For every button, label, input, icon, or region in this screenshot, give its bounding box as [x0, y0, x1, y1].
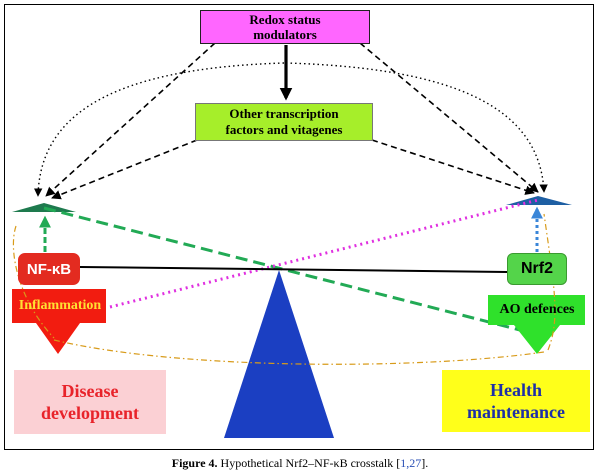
- orange-curve-bottom: [53, 339, 545, 365]
- dotted-arc-right: [285, 62, 548, 193]
- caption-end: ].: [421, 456, 429, 470]
- ao-defences-label: AO defences: [499, 302, 575, 317]
- fulcrum-triangle: [224, 270, 334, 438]
- inflammation-arrow: [12, 289, 106, 354]
- other-transcription-factors-box: Other transcription factors and vitagene…: [195, 103, 373, 141]
- inflammation-label: Inflammation: [18, 298, 102, 313]
- nrf2-box: Nrf2: [507, 253, 567, 285]
- figure-caption: Figure 4. Hypothetical Nrf2–NF-κB crosst…: [0, 456, 600, 471]
- balance-beam: [79, 266, 508, 273]
- health-maintenance-box: Health maintenance: [442, 370, 590, 432]
- caption-label: Figure 4.: [171, 456, 218, 470]
- ao-defences-arrow: [488, 295, 585, 354]
- caption-text: Hypothetical Nrf2–NF-κB crosstalk [: [217, 456, 401, 470]
- dash-other-right: [371, 139, 535, 195]
- redox-status-modulators-box: Redox status modulators: [200, 10, 370, 44]
- dash-redox-left: [45, 42, 216, 197]
- figure-frame: [4, 4, 594, 450]
- right-pan: [506, 196, 572, 205]
- dash-other-left: [51, 139, 198, 200]
- orange-curve-left: [12, 225, 55, 339]
- disease-development-box: Disease development: [14, 370, 166, 434]
- left-pan: [12, 203, 76, 212]
- magenta-dotted-line: [109, 198, 539, 309]
- orange-curve-right: [543, 213, 556, 351]
- nf-kb-box: NF-κB: [18, 253, 80, 285]
- caption-refs-link[interactable]: 1,27: [400, 456, 422, 470]
- dash-redox-right: [359, 42, 539, 193]
